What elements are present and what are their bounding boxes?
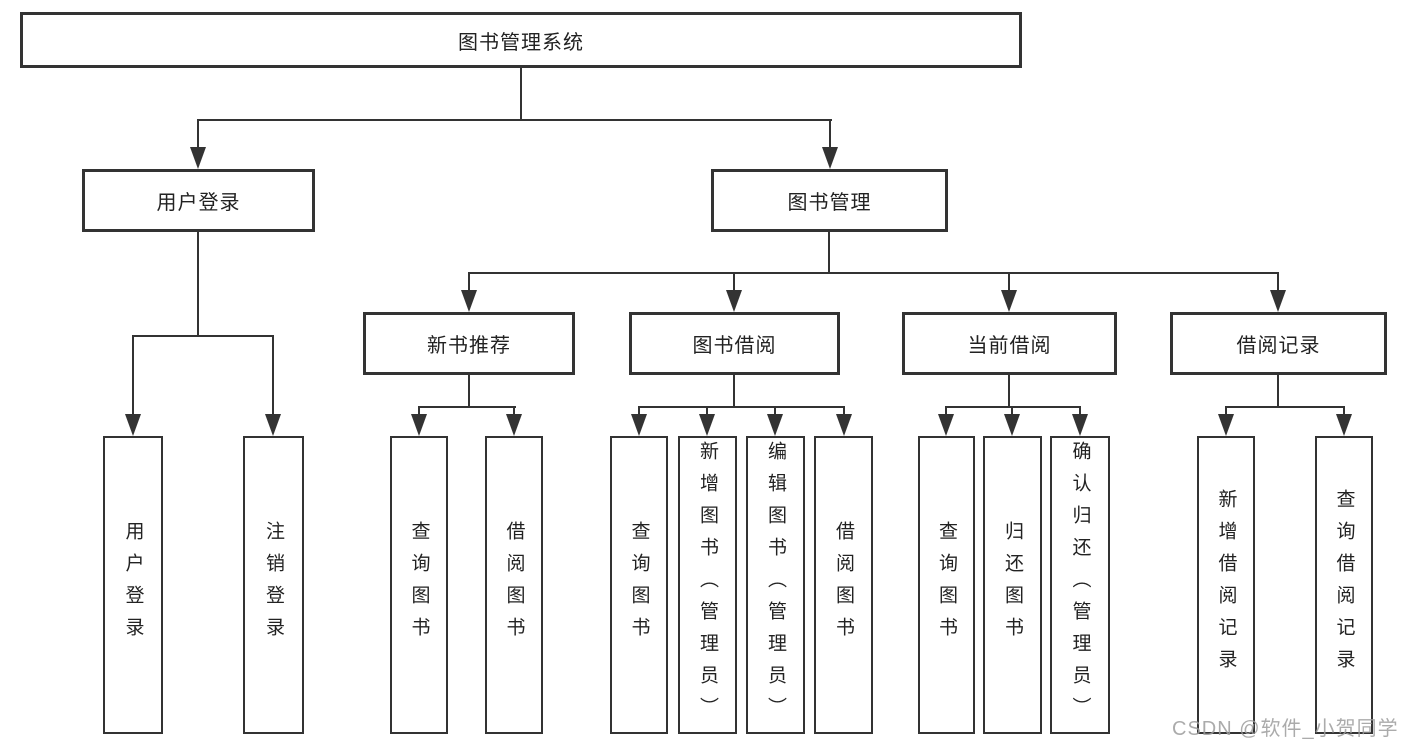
leaf-edit-books-admin: 编辑图书（管理员） — [746, 436, 805, 734]
node-book-borrowing: 图书借阅 — [629, 312, 840, 375]
connector-recommend-stem — [468, 375, 470, 408]
node-book-management: 图书管理 — [711, 169, 948, 232]
connector-root-drop-left — [197, 119, 199, 149]
connector-current-drop-3 — [1079, 406, 1081, 418]
arrow-down-icon — [1001, 290, 1017, 312]
leaf-add-borrow-record: 新增借阅记录 — [1197, 436, 1255, 734]
leaf-query-books-current: 查询图书 — [918, 436, 975, 734]
connector-current-stem — [1008, 375, 1010, 408]
connector-root-rail — [197, 119, 832, 121]
arrow-down-icon — [631, 414, 647, 436]
connector-current-drop-2 — [1011, 406, 1013, 418]
connector-borrowing-stem — [733, 375, 735, 408]
connector-mgmt-drop-2 — [733, 272, 735, 294]
connector-login-drop-2 — [272, 335, 274, 415]
leaf-logout: 注销登录 — [243, 436, 304, 734]
arrow-down-icon — [411, 414, 427, 436]
connector-current-rail — [945, 406, 1081, 408]
leaf-borrow-books: 借阅图书 — [814, 436, 873, 734]
arrow-down-icon — [125, 414, 141, 436]
arrow-down-icon — [767, 414, 783, 436]
connector-root-drop-right — [829, 119, 831, 149]
connector-root-stem — [520, 68, 522, 121]
node-library-system: 图书管理系统 — [20, 12, 1022, 68]
connector-recommend-drop-2 — [513, 406, 515, 418]
arrow-down-icon — [1218, 414, 1234, 436]
leaf-query-books-borrowing: 查询图书 — [610, 436, 668, 734]
connector-records-stem — [1277, 375, 1279, 408]
connector-records-drop-1 — [1225, 406, 1227, 418]
connector-login-drop-1 — [132, 335, 134, 415]
connector-login-rail — [132, 335, 274, 337]
connector-mgmt-drop-4 — [1277, 272, 1279, 294]
leaf-confirm-return-admin: 确认归还（管理员） — [1050, 436, 1110, 734]
arrow-down-icon — [938, 414, 954, 436]
connector-mgmt-drop-3 — [1008, 272, 1010, 294]
arrow-down-icon — [836, 414, 852, 436]
arrow-down-icon — [265, 414, 281, 436]
connector-borrowing-drop-2 — [706, 406, 708, 418]
connector-borrowing-rail — [638, 406, 845, 408]
arrow-down-icon — [822, 147, 838, 169]
connector-recommend-drop-1 — [418, 406, 420, 418]
arrow-down-icon — [506, 414, 522, 436]
leaf-return-books: 归还图书 — [983, 436, 1042, 734]
arrow-down-icon — [1270, 290, 1286, 312]
leaf-query-books-recommend: 查询图书 — [390, 436, 448, 734]
connector-recommend-rail — [418, 406, 516, 408]
arrow-down-icon — [190, 147, 206, 169]
connector-records-drop-2 — [1343, 406, 1345, 418]
connector-mgmt-rail — [468, 272, 1279, 274]
leaf-user-login: 用户登录 — [103, 436, 163, 734]
connector-records-rail — [1225, 406, 1345, 408]
node-borrow-records: 借阅记录 — [1170, 312, 1387, 375]
node-current-borrowing: 当前借阅 — [902, 312, 1117, 375]
arrow-down-icon — [699, 414, 715, 436]
arrow-down-icon — [1004, 414, 1020, 436]
connector-login-stem — [197, 232, 199, 337]
leaf-add-books-admin: 新增图书（管理员） — [678, 436, 737, 734]
leaf-borrow-books-recommend: 借阅图书 — [485, 436, 543, 734]
leaf-query-borrow-record: 查询借阅记录 — [1315, 436, 1373, 734]
arrow-down-icon — [1336, 414, 1352, 436]
node-new-book-recommend: 新书推荐 — [363, 312, 575, 375]
connector-current-drop-1 — [945, 406, 947, 418]
connector-borrowing-drop-1 — [638, 406, 640, 418]
connector-borrowing-drop-4 — [843, 406, 845, 418]
connector-mgmt-stem — [828, 232, 830, 274]
node-user-login: 用户登录 — [82, 169, 315, 232]
watermark-csdn: CSDN @软件_小贺同学 — [1172, 718, 1399, 740]
connector-mgmt-drop-1 — [468, 272, 470, 294]
arrow-down-icon — [461, 290, 477, 312]
arrow-down-icon — [726, 290, 742, 312]
connector-borrowing-drop-3 — [774, 406, 776, 418]
arrow-down-icon — [1072, 414, 1088, 436]
